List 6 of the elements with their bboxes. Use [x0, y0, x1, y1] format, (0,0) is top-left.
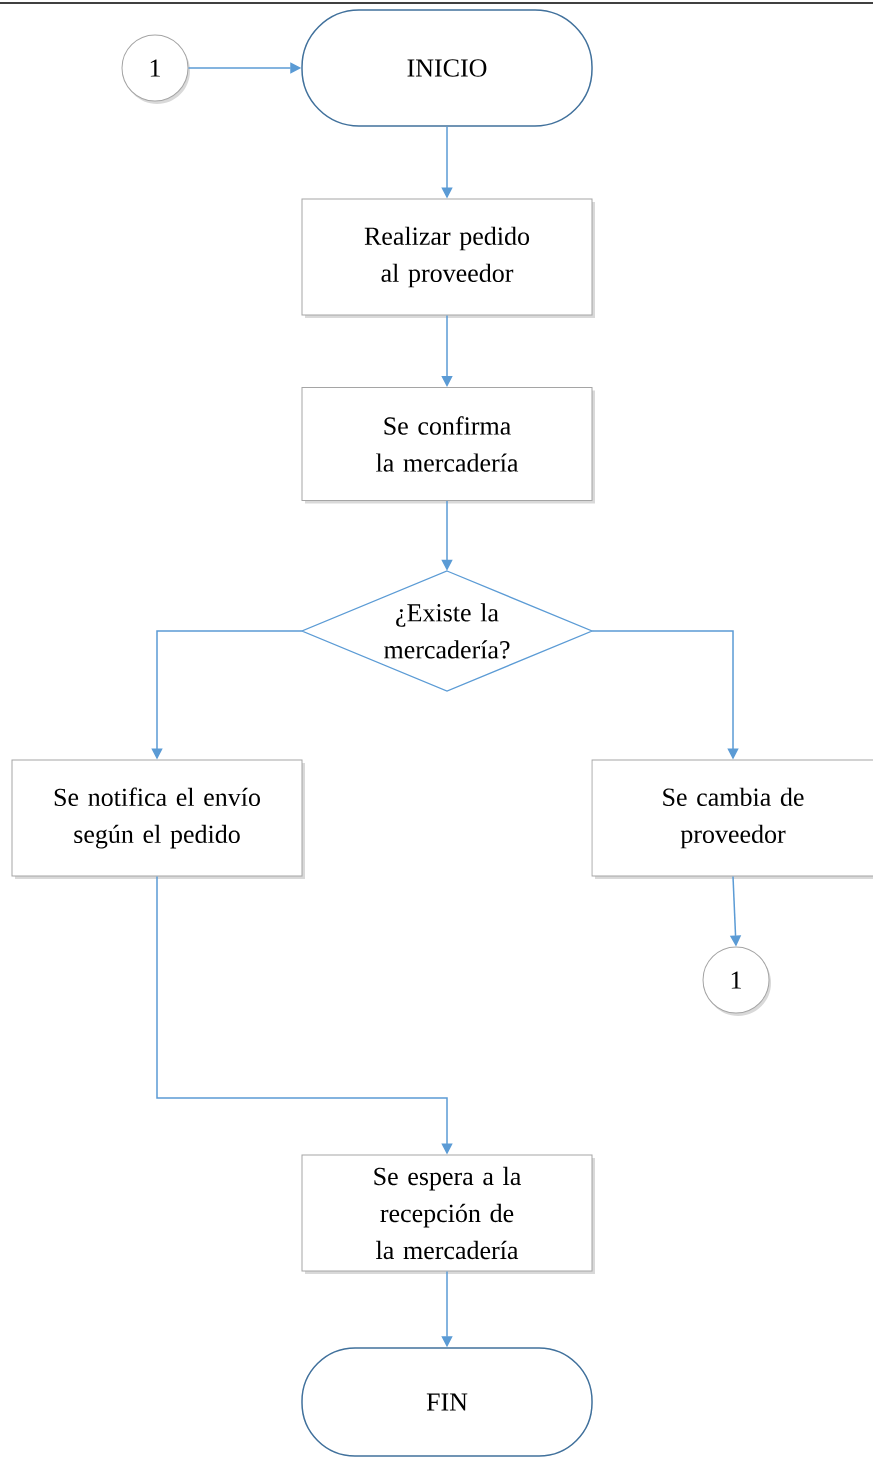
process-box: Realizar pedido al proveedor [301, 198, 595, 318]
process-box: Se espera a la recepción de la mercadería [301, 1154, 595, 1274]
process-box: Se notifica el envío según el pedido [11, 759, 305, 879]
arrow [441, 314, 453, 387]
process-box: Se confirma la mercadería [301, 387, 595, 504]
process-box: Se cambia de proveedor [591, 759, 873, 879]
